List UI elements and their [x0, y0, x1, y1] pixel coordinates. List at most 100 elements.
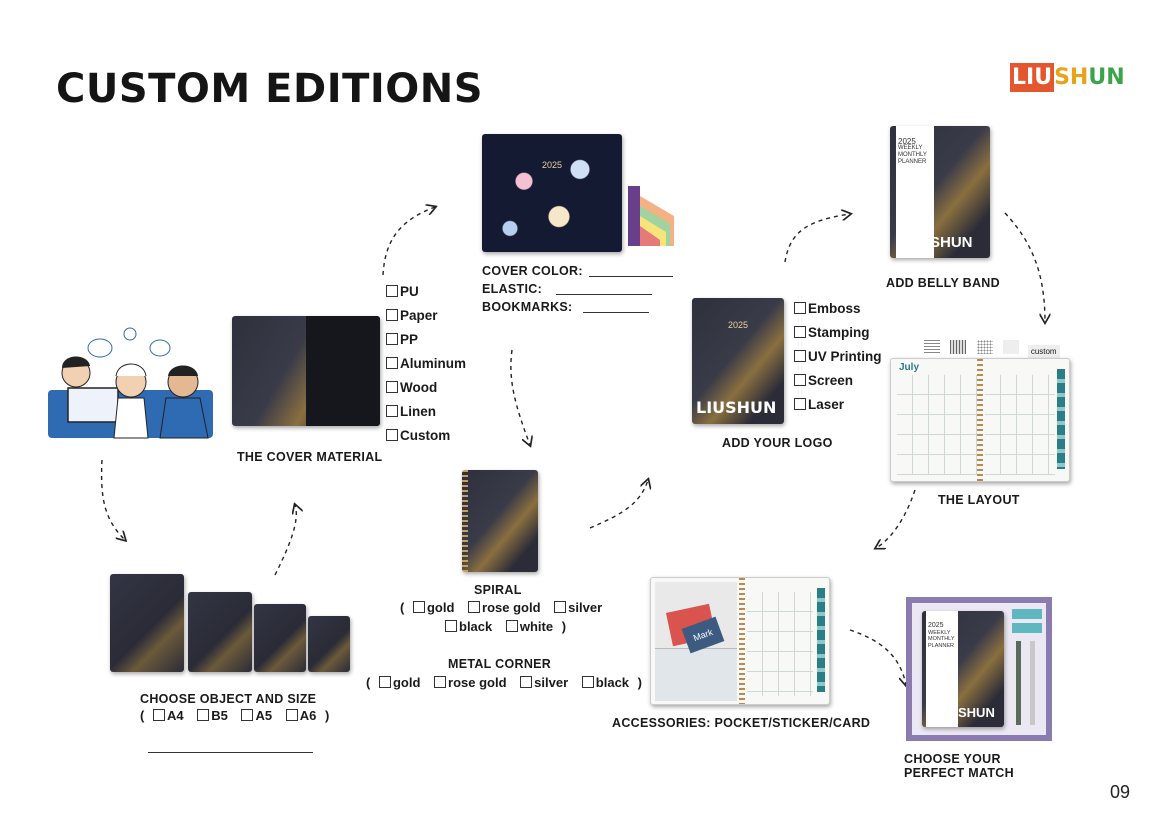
- option-linen: Linen: [400, 404, 436, 419]
- checkbox-spiral-silver[interactable]: [554, 601, 567, 613]
- brand-part-3: UN: [1088, 64, 1125, 90]
- match-pen-2: [1030, 641, 1035, 725]
- spiral-options-row2: black white ): [440, 619, 566, 634]
- size-open: (: [140, 708, 145, 723]
- metal-corner-close: ): [637, 675, 642, 690]
- match-tape-2: [1012, 623, 1042, 633]
- checkbox-a6[interactable]: [285, 709, 298, 721]
- size-options: ( A4 B5 A5 A6 ): [140, 708, 329, 723]
- cover-material-panel: [306, 316, 380, 426]
- belly-band-label: ADD BELLY BAND: [886, 276, 1000, 290]
- brand-part-2: SH: [1054, 64, 1089, 90]
- accessories-label: ACCESSORIES: POCKET/STICKER/CARD: [612, 716, 871, 730]
- checkbox-spiral-gold[interactable]: [412, 601, 425, 613]
- match-box: 2025 WEEKLY MONTHLY PLANNER SHUN: [906, 597, 1052, 741]
- option-spiral-gold: gold: [426, 600, 455, 615]
- match-year: 2025: [928, 622, 944, 629]
- layout-tabs: [1057, 369, 1065, 469]
- planner-b5: [188, 592, 252, 672]
- match-tape-1: [1012, 609, 1042, 619]
- planner-a5: [254, 604, 306, 672]
- arrow-start-to-size: [100, 459, 125, 540]
- belly-band-planner: 2025 WEEKLY MONTHLY PLANNER SHUN: [890, 126, 990, 258]
- checkbox-paper[interactable]: [386, 309, 398, 321]
- cover-material-planner: [232, 316, 380, 426]
- option-corner-rose-gold: rose gold: [448, 675, 507, 690]
- match-planner: 2025 WEEKLY MONTHLY PLANNER SHUN: [922, 611, 1004, 727]
- option-spiral-rose-gold: rose gold: [482, 600, 541, 615]
- option-spiral-silver: silver: [568, 600, 603, 615]
- belly-band-year: 2025: [898, 137, 916, 146]
- cover-color-line-label: COVER COLOR:: [482, 264, 583, 278]
- accessories-spiral: [739, 578, 745, 704]
- checkbox-emboss[interactable]: [794, 302, 806, 314]
- belly-band-weekly: WEEKLY: [898, 145, 923, 151]
- match-label-line1: CHOOSE YOUR: [904, 752, 1001, 766]
- pattern-dot[interactable]: [976, 340, 993, 354]
- logo-options: Emboss Stamping UV Printing Screen Laser: [794, 297, 882, 417]
- checkbox-stamping[interactable]: [794, 326, 806, 338]
- checkbox-custom[interactable]: [386, 429, 398, 441]
- page-title: CUSTOM EDITIONS: [56, 66, 484, 112]
- checkbox-pu[interactable]: [386, 285, 398, 297]
- option-pp: PP: [400, 332, 419, 347]
- checkbox-a4[interactable]: [152, 709, 165, 721]
- option-stamping: Stamping: [808, 325, 870, 340]
- pattern-blank[interactable]: [1003, 340, 1020, 354]
- belly-band-planner-text: PLANNER: [898, 159, 927, 165]
- match-monthly: MONTHLY: [928, 636, 955, 642]
- metal-corner-options: ( gold rose gold silver black ): [366, 675, 642, 690]
- arrow-spiral-to-logo: [589, 480, 648, 529]
- metal-corner-label: METAL CORNER: [448, 657, 552, 671]
- match-weekly: WEEKLY: [928, 629, 951, 636]
- match-label: CHOOSE YOUR PERFECT MATCH: [904, 752, 1014, 780]
- checkbox-pp[interactable]: [386, 333, 398, 345]
- option-emboss: Emboss: [808, 301, 861, 316]
- pattern-grid[interactable]: [950, 340, 967, 354]
- checkbox-corner-black[interactable]: [581, 676, 594, 688]
- logo-planner-year: 2025: [727, 320, 749, 330]
- size-write-line: [148, 752, 313, 753]
- arrow-layout-to-accessories: [876, 489, 916, 548]
- match-shun: SHUN: [958, 705, 995, 720]
- option-laser: Laser: [808, 397, 845, 412]
- checkbox-uv-printing[interactable]: [794, 350, 806, 362]
- color-swatch-fan: [628, 186, 674, 246]
- belly-band-shun: SHUN: [930, 234, 973, 251]
- option-screen: Screen: [808, 373, 854, 388]
- pattern-lined[interactable]: [924, 340, 940, 354]
- size-label: CHOOSE OBJECT AND SIZE: [140, 692, 317, 706]
- planner-a6: [308, 616, 350, 672]
- checkbox-a5[interactable]: [241, 709, 254, 721]
- checkbox-spiral-white[interactable]: [505, 620, 518, 632]
- layout-grid-right: [985, 375, 1055, 475]
- checkbox-laser[interactable]: [794, 398, 806, 410]
- belly-band: 2025 WEEKLY MONTHLY PLANNER: [896, 126, 934, 258]
- checkbox-corner-gold[interactable]: [378, 676, 391, 688]
- layout-grid-left: [897, 375, 977, 475]
- pattern-custom[interactable]: custom: [1027, 345, 1060, 358]
- layout-spiral: [977, 359, 983, 481]
- checkbox-screen[interactable]: [794, 374, 806, 386]
- checkbox-spiral-black[interactable]: [445, 620, 457, 632]
- layout-label: THE LAYOUT: [938, 493, 1020, 507]
- checkbox-corner-rose-gold[interactable]: [434, 676, 447, 688]
- checkbox-aluminum[interactable]: [386, 357, 398, 369]
- match-band: 2025 WEEKLY MONTHLY PLANNER: [926, 611, 958, 727]
- checkbox-linen[interactable]: [386, 405, 398, 417]
- checkbox-spiral-rose-gold[interactable]: [468, 601, 481, 613]
- option-a5: A5: [255, 708, 273, 723]
- elastic-write-line: [556, 294, 653, 295]
- arrow-material-to-color: [382, 207, 435, 276]
- cover-material-options: PU Paper PP Aluminum Wood Linen Custom: [386, 280, 466, 448]
- accessories-spread: Mark: [650, 577, 830, 705]
- option-corner-silver: silver: [534, 675, 569, 690]
- elastic-line-label: ELASTIC:: [482, 282, 543, 296]
- spiral-options-row1: ( gold rose gold silver: [400, 600, 607, 615]
- option-uv-printing: UV Printing: [808, 349, 882, 364]
- checkbox-wood[interactable]: [386, 381, 398, 393]
- checkbox-corner-silver[interactable]: [520, 676, 533, 688]
- checkbox-b5[interactable]: [197, 709, 210, 721]
